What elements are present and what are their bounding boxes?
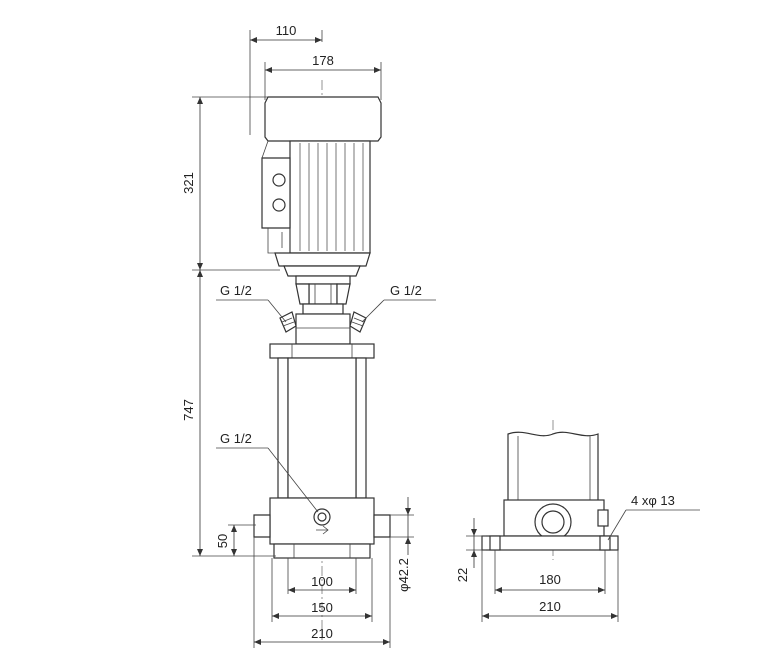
side-dim-180-label: 180 [539, 572, 561, 587]
motor-stool-top [283, 265, 361, 277]
side-view [481, 420, 619, 560]
terminal-box [261, 157, 291, 229]
port-right-vent-label: G 1/2 [390, 283, 422, 298]
port-drain-label: G 1/2 [220, 431, 252, 446]
dim-50-label: 50 [215, 534, 230, 548]
tie-rod-left [277, 357, 289, 499]
side-dimensions: 180 210 22 4 xφ 13 [455, 493, 700, 622]
dim-flange-dia-label: φ42.2 [396, 558, 411, 592]
cable-gland-lower [272, 198, 286, 212]
vent-plug-left [279, 311, 297, 333]
vent-plug-right [349, 311, 367, 333]
drain-plug [313, 508, 331, 535]
side-inlet-inner [541, 510, 565, 534]
dim-178-label: 178 [312, 53, 334, 68]
dim-210-label: 210 [311, 626, 333, 641]
motor-body [289, 140, 371, 254]
dim-321-label: 321 [181, 172, 196, 194]
shaft-coupling [308, 283, 338, 305]
cable-gland-upper [272, 173, 286, 187]
motor-cooling-fins [299, 143, 364, 251]
front-dimensions: 110 178 321 747 50 φ42.2 100 [181, 23, 436, 648]
dim-747-label: 747 [181, 399, 196, 421]
front-view [253, 80, 391, 640]
motor-top-cap [264, 96, 382, 142]
dim-100-label: 100 [311, 574, 333, 589]
dim-110-label: 110 [276, 23, 297, 38]
tie-rod-right [355, 357, 367, 499]
bolt-holes-label: 4 xφ 13 [631, 493, 675, 508]
motor-flange [274, 252, 371, 267]
side-plug [597, 509, 609, 527]
top-plate [269, 343, 375, 359]
outlet-port [373, 514, 391, 538]
base-foot [273, 543, 371, 559]
side-pump-base [503, 499, 605, 537]
side-dim-210-label: 210 [539, 599, 561, 614]
port-left-vent-label: G 1/2 [220, 283, 252, 298]
side-dim-22-label: 22 [455, 568, 470, 582]
side-base-plate [481, 535, 619, 551]
inlet-port [253, 514, 271, 538]
dim-150-label: 150 [311, 600, 333, 615]
pump-sleeve [287, 357, 357, 499]
pump-head [295, 313, 351, 345]
